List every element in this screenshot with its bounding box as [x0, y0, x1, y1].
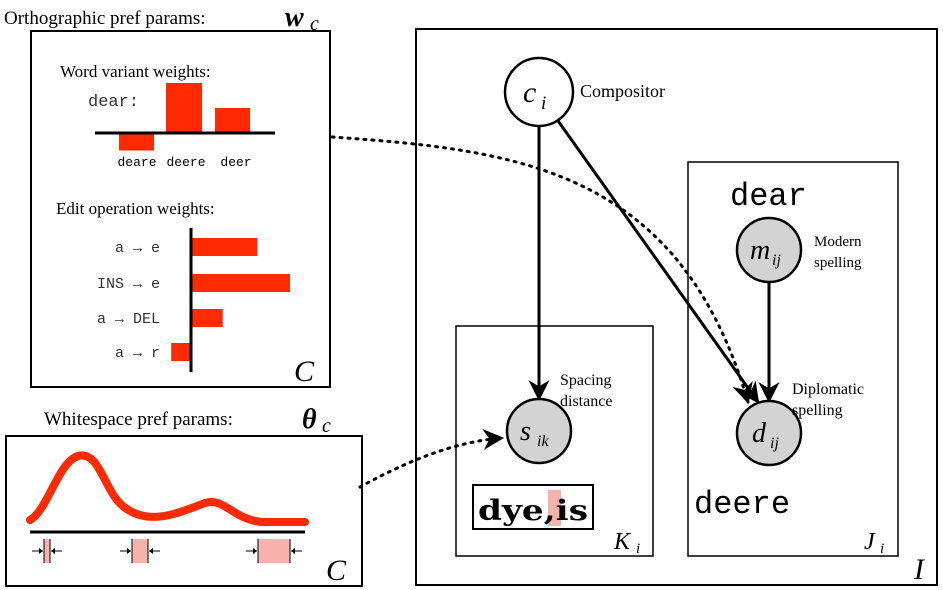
whitespace-panel-frame — [5, 435, 363, 587]
link-whitespace-params-to-s — [358, 428, 505, 489]
word-variant-label: deare — [117, 155, 156, 170]
plate-k-label: K — [613, 529, 632, 555]
node-s-subscript: ik — [537, 433, 549, 450]
printed-text-snippet: dye,is — [472, 484, 594, 530]
edit-op-bar — [191, 309, 223, 327]
plate-k-subscript: i — [636, 541, 640, 557]
node-m-subscript: ij — [772, 252, 781, 269]
node-diplomatic-spelling: d ij — [735, 399, 803, 467]
outer-plate-i — [415, 28, 938, 586]
node-compositor: c i — [503, 56, 575, 128]
diplomatic-caption-line1: Diplomatic — [792, 381, 864, 398]
ortho-plate-label: C — [294, 355, 315, 388]
whitespace-title-subscript: c — [322, 415, 331, 437]
modern-caption-line1: Modern — [814, 234, 862, 250]
node-c-symbol: c — [523, 76, 536, 109]
spacing-caption-line1: Spacing — [560, 372, 612, 389]
word-variant-labels: deare deere deer — [117, 155, 251, 170]
edit-op-bars — [171, 238, 290, 361]
edit-op-bar — [191, 274, 290, 292]
ortho-panel-frame — [30, 30, 331, 388]
compositor-caption: Compositor — [580, 81, 665, 101]
plate-j-label: J — [864, 529, 876, 555]
edit-op-bar — [171, 343, 191, 361]
edit-op-label: INS → e — [97, 276, 160, 293]
plate-k — [455, 325, 654, 557]
edit-op-bar — [191, 238, 258, 256]
diplomatic-caption-line2: spelling — [792, 402, 843, 419]
node-spacing-distance: s ik — [505, 397, 573, 465]
edit-op-label: a → r — [115, 345, 160, 362]
word-variant-bar — [166, 83, 202, 133]
node-modern-spelling: m ij — [735, 216, 803, 284]
word-variant-heading: Word variant weights: — [60, 62, 211, 81]
edit-op-label: a → DEL — [97, 311, 160, 328]
snippet-space-highlight — [548, 490, 561, 526]
word-variant-bar — [215, 108, 250, 133]
ortho-title-subscript: c — [310, 13, 319, 35]
edge-c-to-d — [554, 117, 760, 404]
modern-caption-line2: spelling — [814, 255, 862, 271]
word-variant-label: deere — [166, 155, 205, 170]
modern-word: dear — [730, 178, 807, 215]
edit-op-heading: Edit operation weights: — [56, 199, 215, 218]
whitespace-title-symbol: θ — [302, 404, 317, 435]
variant-source-word: dear: — [88, 93, 139, 112]
node-c-subscript: i — [541, 93, 546, 114]
edit-op-labels: a → e INS → e a → DEL a → r — [97, 240, 160, 362]
whitespace-density-curve — [26, 451, 309, 526]
snippet-text: dye,is — [478, 494, 588, 527]
spacing-caption-line2: distance — [560, 393, 612, 410]
whitespace-plate-label: C — [326, 554, 347, 587]
node-d-symbol: d — [752, 418, 767, 449]
ortho-panel-title: Orthographic pref params: — [4, 8, 206, 29]
edit-op-label: a → e — [115, 240, 160, 257]
word-variant-label: deer — [220, 155, 251, 170]
node-d-subscript: ij — [770, 435, 779, 452]
word-variant-bars — [119, 83, 250, 151]
node-m-symbol: m — [750, 235, 770, 266]
spacing-interval-narrow — [32, 539, 62, 563]
spacing-interval-medium — [120, 539, 160, 563]
ortho-title-symbol: w — [285, 2, 304, 33]
plate-j — [687, 161, 899, 557]
diplomatic-word: deere — [694, 486, 790, 523]
spacing-interval-wide — [246, 539, 302, 563]
node-s-symbol: s — [520, 416, 531, 447]
whitespace-panel-title: Whitespace pref params: — [44, 409, 233, 430]
outer-plate-label: I — [913, 553, 926, 586]
word-variant-bar — [119, 133, 154, 151]
plate-j-subscript: i — [880, 541, 884, 557]
